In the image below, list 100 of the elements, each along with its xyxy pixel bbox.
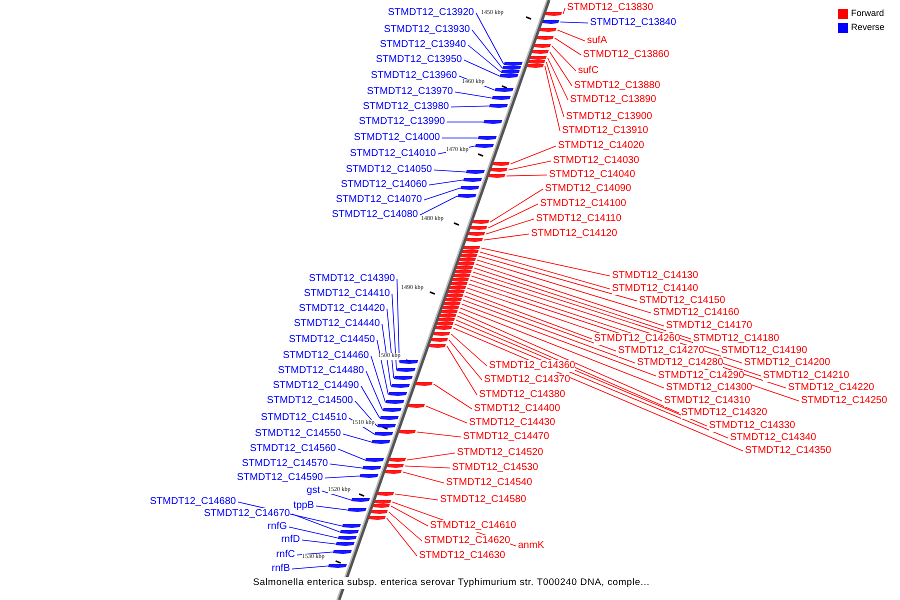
gene-block: [492, 96, 511, 100]
gene-block: [526, 64, 544, 68]
gene-label: STMDT12_C14580: [440, 494, 526, 506]
leader-line: [404, 466, 450, 468]
gene-block: [474, 144, 494, 148]
gene-block: [532, 50, 549, 54]
gene-label: STMDT12_C14500: [266, 395, 353, 407]
leader-line: [468, 44, 502, 72]
legend-label: Reverse: [851, 22, 885, 33]
gene-block: [440, 310, 458, 314]
leader-line: [506, 174, 548, 176]
gene-label: STMDT12_C14590: [236, 472, 323, 484]
gene-label: STMDT12_C14350: [745, 445, 832, 457]
gene-label: STMDT12_C13910: [562, 125, 648, 137]
gene-label: STMDT12_C14030: [553, 155, 640, 167]
gene-block: [398, 430, 416, 434]
leader-line: [461, 304, 656, 376]
gene-label: STMDT12_C14220: [788, 382, 874, 394]
leader-line: [424, 188, 461, 200]
gene-block: [452, 278, 469, 282]
leader-line: [446, 346, 478, 396]
gene-block: [431, 338, 448, 342]
gene-block: [389, 458, 406, 462]
gene-label: STMDT12_C14370: [484, 374, 570, 386]
leader-line: [386, 308, 394, 378]
gene-block: [396, 368, 416, 372]
gene-block: [328, 564, 347, 568]
leader-line: [406, 452, 456, 460]
leader-line: [288, 526, 338, 538]
leader-line: [490, 188, 544, 222]
gene-block: [528, 60, 546, 64]
gene-block: [374, 432, 394, 436]
gene-block: [442, 306, 460, 310]
gene-label: STMDT12_C14080: [332, 209, 418, 221]
gene-label: STMDT12_C14310: [664, 395, 750, 407]
gene-block: [446, 294, 464, 298]
gene-label: STMDT12_C14410: [304, 288, 390, 300]
gene-block: [377, 492, 394, 496]
leader-line: [390, 506, 428, 526]
gene-block: [376, 424, 396, 428]
gene-label: STMDT12_C14260: [594, 333, 680, 345]
gene-label: STMDT12_C13860: [583, 49, 670, 61]
gene-block: [342, 524, 361, 528]
leader-line: [420, 196, 458, 216]
leader-line: [484, 234, 530, 240]
gene-block: [454, 270, 472, 274]
gene-block: [351, 498, 370, 502]
gene-label: STMDT12_C14190: [721, 345, 808, 357]
gene-block: [470, 226, 488, 230]
gene-block: [542, 20, 560, 24]
gene-block: [436, 322, 454, 326]
leader-line: [394, 494, 438, 500]
leader-line: [454, 324, 728, 438]
gene-block: [494, 88, 514, 92]
leader-line: [544, 66, 560, 132]
gene-block: [445, 298, 462, 302]
leader-line: [330, 464, 363, 468]
leader-line: [292, 566, 328, 570]
leader-line: [360, 386, 380, 418]
gene-label: STMDT12_C14020: [558, 140, 644, 152]
gene-label: STMDT12_C14570: [242, 458, 328, 470]
gene-block: [462, 250, 479, 254]
gene-label: STMDT12_C13840: [590, 17, 676, 29]
gene-label: STMDT12_C14460: [282, 350, 369, 362]
gene-block: [472, 220, 490, 224]
gene-label: STMDT12_C14520: [457, 447, 544, 459]
gene-label: STMDT12_C14270: [618, 345, 704, 357]
gene-block: [488, 104, 508, 108]
legend-label: Forward: [851, 8, 884, 19]
leader-line: [448, 340, 482, 380]
leader-line: [382, 324, 392, 386]
gene-block: [399, 360, 418, 364]
gene-label: STMDT12_C14400: [474, 403, 560, 415]
gene-block: [384, 470, 402, 474]
gene-label: STMDT12_C14070: [336, 194, 422, 206]
leader-line: [392, 294, 397, 370]
gene-block: [457, 194, 476, 198]
leader-line: [354, 400, 378, 426]
gene-block: [444, 302, 461, 306]
leader-line: [546, 62, 564, 118]
leader-line: [464, 60, 500, 76]
gene-label: tppB: [293, 500, 314, 512]
gene-label: STMDT12_C14470: [463, 431, 550, 443]
gene-block: [433, 332, 450, 336]
leader-line: [292, 514, 340, 532]
gene-label: STMDT12_C14150: [639, 295, 726, 307]
leader-line: [480, 248, 610, 276]
leader-line: [460, 308, 664, 388]
gene-block: [456, 266, 474, 270]
gene-label: STMDT12_C14060: [340, 179, 427, 191]
leader-line: [462, 300, 636, 364]
gene-label: STMDT12_C14050: [346, 164, 432, 176]
leader-line: [386, 518, 418, 556]
leader-line: [348, 418, 374, 434]
leader-line: [402, 472, 444, 484]
gene-block: [362, 466, 382, 470]
gene-label: STMDT12_C14160: [653, 307, 740, 319]
gene-label: STMDT12_C13950: [376, 54, 462, 66]
gene-label: STMDT12_C14440: [294, 318, 380, 330]
leader-line: [476, 12, 504, 64]
